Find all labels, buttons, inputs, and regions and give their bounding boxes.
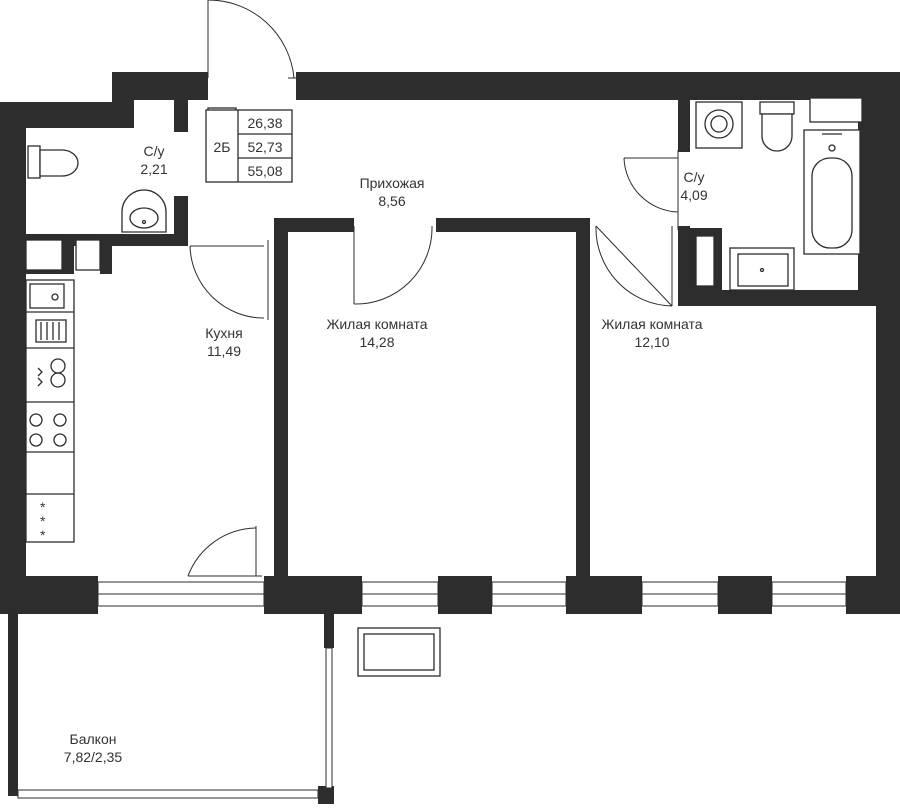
wall-details: [25, 97, 863, 287]
room-name-living-1: Жилая комната: [326, 316, 427, 332]
apartment-info: 2Б 26,38 52,73 55,08: [205, 109, 293, 183]
room-name-bathroom-2: С/у: [684, 169, 705, 185]
room-labels: С/у 2,21 Прихожая 8,56 С/у 4,09 Кухня 11…: [64, 143, 708, 765]
walls: [0, 72, 900, 804]
area-living: 26,38: [247, 115, 282, 131]
kitchen-counter: [25, 279, 75, 543]
room-name-balcony: Балкон: [70, 731, 117, 747]
svg-text:*: *: [40, 527, 46, 543]
room-area-hallway: 8,56: [378, 193, 405, 209]
fridge-icon: * * *: [40, 499, 46, 543]
kitchen-sink-icon: [29, 283, 65, 309]
bathtub-icon: [803, 129, 861, 255]
toilet-icon: [27, 145, 79, 179]
apartment-code: 2Б: [214, 139, 231, 155]
washing-machine-icon: [695, 101, 743, 149]
room-name-hallway: Прихожая: [360, 175, 425, 191]
svg-text:*: *: [40, 513, 46, 529]
sink-icon: [121, 189, 167, 233]
sink-icon: [729, 247, 795, 291]
room-area-kitchen: 11,49: [207, 343, 241, 359]
dishwasher-icon: [35, 319, 67, 343]
stove-icon: [29, 413, 67, 447]
washing-icon: [37, 358, 66, 388]
room-area-living-2: 12,10: [634, 334, 669, 350]
toilet-icon: [759, 101, 795, 152]
room-area-bathroom-2: 4,09: [680, 187, 707, 203]
area-total-balcony: 55,08: [247, 163, 282, 179]
room-area-bathroom-1: 2,21: [140, 161, 167, 177]
room-area-balcony: 7,82/2,35: [64, 749, 123, 765]
room-name-living-2: Жилая комната: [601, 316, 702, 332]
area-total: 52,73: [247, 139, 282, 155]
room-name-bathroom-1: С/у: [144, 143, 165, 159]
room-name-kitchen: Кухня: [205, 325, 242, 341]
room-area-living-1: 14,28: [359, 334, 394, 350]
windows: [11, 581, 847, 799]
svg-text:*: *: [40, 499, 46, 515]
